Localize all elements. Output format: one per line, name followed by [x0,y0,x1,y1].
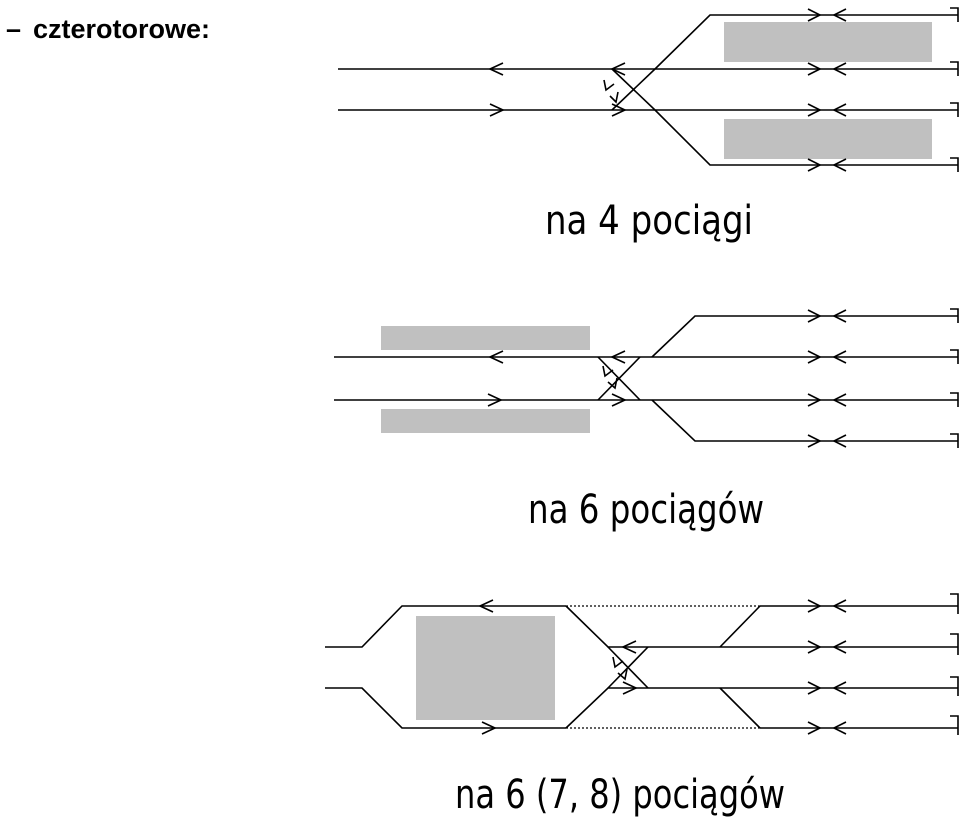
platform-2a [381,326,590,350]
direction-arrow [807,599,847,613]
direction-arrow [621,640,637,654]
heading-bullet: – [6,14,22,44]
direction-arrow [622,681,638,695]
diagram-3-caption: na 6 (7, 8) pociągów [455,772,785,818]
direction-arrow [807,8,847,22]
track-line [325,605,566,648]
direction-arrow [807,350,847,364]
platform-1b [724,119,932,159]
track-line [651,399,958,442]
diagram-2 [334,308,959,448]
direction-arrow [607,377,618,390]
direction-arrow [610,62,626,76]
direction-arrow [610,350,626,364]
diagram-1-caption: na 4 pociągi [545,198,753,244]
direction-arrow [488,350,504,364]
direction-arrow [488,62,504,76]
diagram-1 [338,7,959,172]
direction-arrow [807,681,847,695]
direction-arrow [807,434,847,448]
direction-arrow [807,393,847,407]
crossover [611,68,656,111]
direction-arrow [617,668,628,681]
direction-arrow [612,656,624,669]
direction-arrow [807,640,847,654]
direction-arrow [478,599,494,613]
track-line [654,109,958,166]
direction-arrow [807,309,847,323]
direction-arrow [611,103,627,117]
direction-arrow [807,62,847,76]
direction-arrow [603,79,615,92]
track-line [651,315,958,358]
crossover [719,605,761,648]
direction-arrow [609,91,619,104]
direction-arrow [481,721,497,735]
direction-arrow [807,721,847,735]
crossover [607,646,649,689]
platform-1a [724,22,932,62]
direction-arrow [611,393,627,407]
direction-arrow [489,103,505,117]
track-line [565,605,958,648]
direction-arrow [807,103,847,117]
buffer-stop [950,593,959,735]
track-line [325,687,566,729]
platform-2b [381,409,590,433]
crossover [597,356,641,401]
buffer-stop [950,7,959,172]
section-heading: –czterotorowe: [6,14,210,45]
diagram-3 [325,593,959,735]
heading-text: czterotorowe: [33,14,211,44]
track-line [654,14,958,70]
buffer-stop [950,308,959,448]
platform-3 [416,616,555,720]
direction-arrow [487,393,503,407]
crossover [719,687,761,729]
direction-arrow [807,158,847,172]
direction-arrow [602,365,614,378]
diagram-2-caption: na 6 pociągów [528,487,764,533]
